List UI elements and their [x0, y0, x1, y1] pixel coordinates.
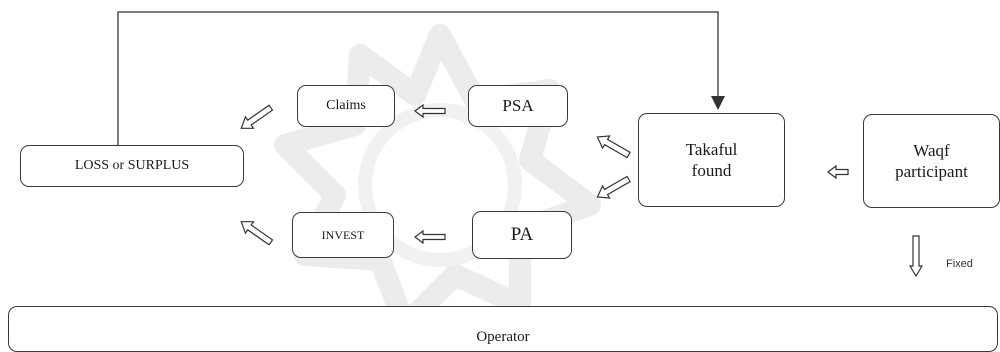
fixed-label: Fixed	[946, 258, 973, 270]
node-pa: PA	[472, 211, 572, 259]
node-psa: PSA	[468, 85, 568, 127]
node-claims-label: Claims	[326, 98, 366, 114]
node-claims: Claims	[297, 85, 395, 127]
node-operator: Operator	[8, 306, 998, 352]
feedback-arrowhead	[711, 96, 725, 110]
arrow-invest-to-loss	[240, 221, 274, 246]
arrow-takaful-to-psa	[596, 135, 631, 159]
node-operator-label: Operator	[476, 329, 530, 346]
node-psa-label: PSA	[502, 96, 534, 116]
node-takaful-found: Takaful found	[638, 113, 785, 207]
arrow-claims-to-loss	[240, 104, 274, 129]
node-pa-label: PA	[510, 224, 534, 246]
node-takaful-found-label: Takaful found	[685, 139, 738, 180]
node-loss-or-surplus-label: LOSS or SURPLUS	[74, 158, 190, 174]
node-invest: INVEST	[292, 212, 394, 258]
arrow-pa-to-invest	[414, 229, 446, 245]
arrow-psa-to-claims	[414, 103, 446, 119]
node-invest-label: INVEST	[321, 227, 365, 242]
node-waqf-participant-label: Waqf participant	[895, 140, 968, 181]
node-loss-or-surplus: LOSS or SURPLUS	[20, 145, 244, 187]
node-waqf-participant: Waqf participant	[863, 114, 1000, 208]
arrow-fixed-to-operator	[908, 235, 924, 278]
feedback-connector	[117, 11, 719, 145]
arrow-takaful-to-pa	[596, 175, 631, 199]
arrow-waqf-to-takaful	[827, 164, 849, 180]
